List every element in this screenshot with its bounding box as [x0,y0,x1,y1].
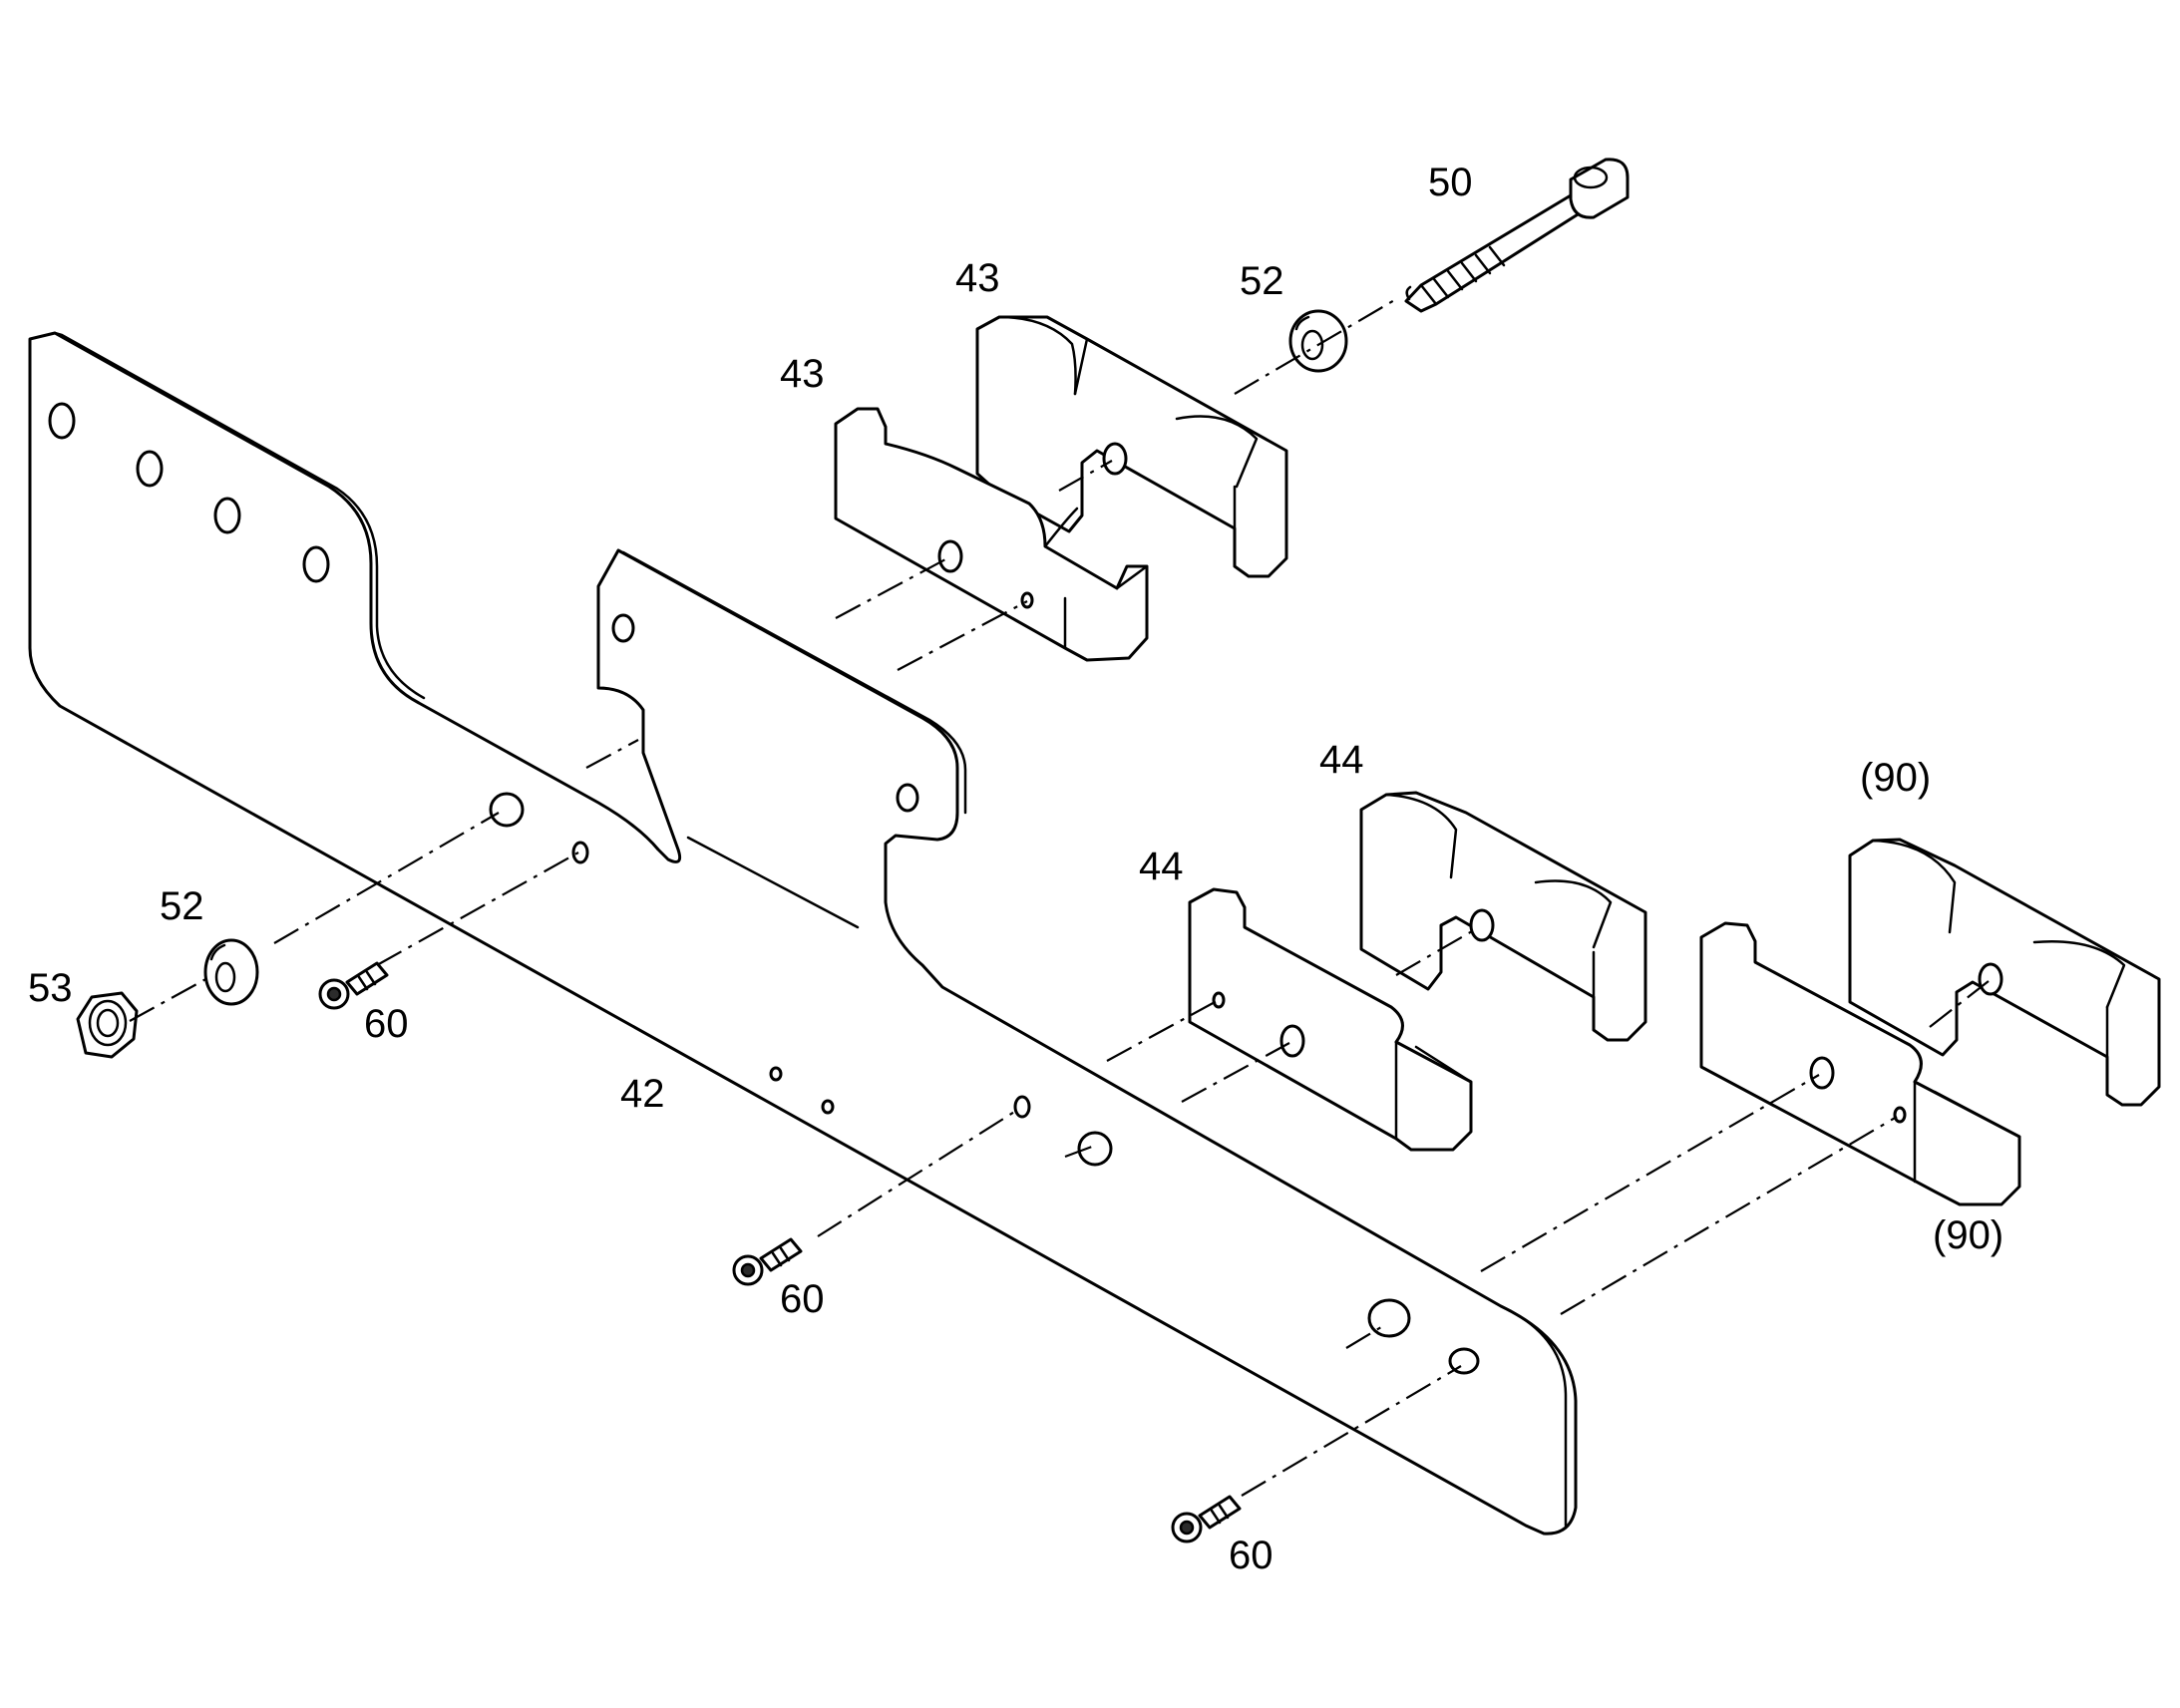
assembly-centerlines [129,298,1990,1497]
washer-52-top [1288,309,1348,373]
callout-bracket-42: 42 [620,1072,665,1116]
callout-washer-52-left: 52 [160,884,204,928]
callout-screw-60-left: 60 [364,1002,409,1046]
clamp-43-back [975,315,1288,578]
clamp-44-back [1359,791,1647,1042]
clamp-43-front [834,407,1149,662]
callout-screw-60-bottom: 60 [1229,1534,1273,1577]
nut-53 [76,991,139,1059]
callout-clamp-90-front: (90) [1933,1213,2003,1257]
callout-clamp-44-front: 44 [1139,845,1184,888]
clamp-44-front [1188,887,1473,1152]
callout-clamp-43-back: 43 [955,256,1000,300]
washer-52-left [203,938,259,1006]
callout-nut-53: 53 [28,966,73,1010]
callout-clamp-43-front: 43 [780,352,825,396]
callout-clamp-90-back: (90) [1860,756,1931,800]
callout-washer-52-top: 52 [1240,259,1284,303]
clamp-90-back [1848,838,2161,1107]
clamp-90-front [1699,921,2021,1206]
screw-60-mid [732,1237,803,1286]
bracket-42 [28,331,1578,1536]
callout-clamp-44-back: 44 [1319,738,1364,782]
callout-screw-60-mid: 60 [780,1277,825,1321]
screw-60-bottom [1171,1495,1242,1543]
callout-bolt-50: 50 [1428,161,1473,204]
bolt-50 [1404,158,1630,313]
screw-60-left [318,961,389,1010]
